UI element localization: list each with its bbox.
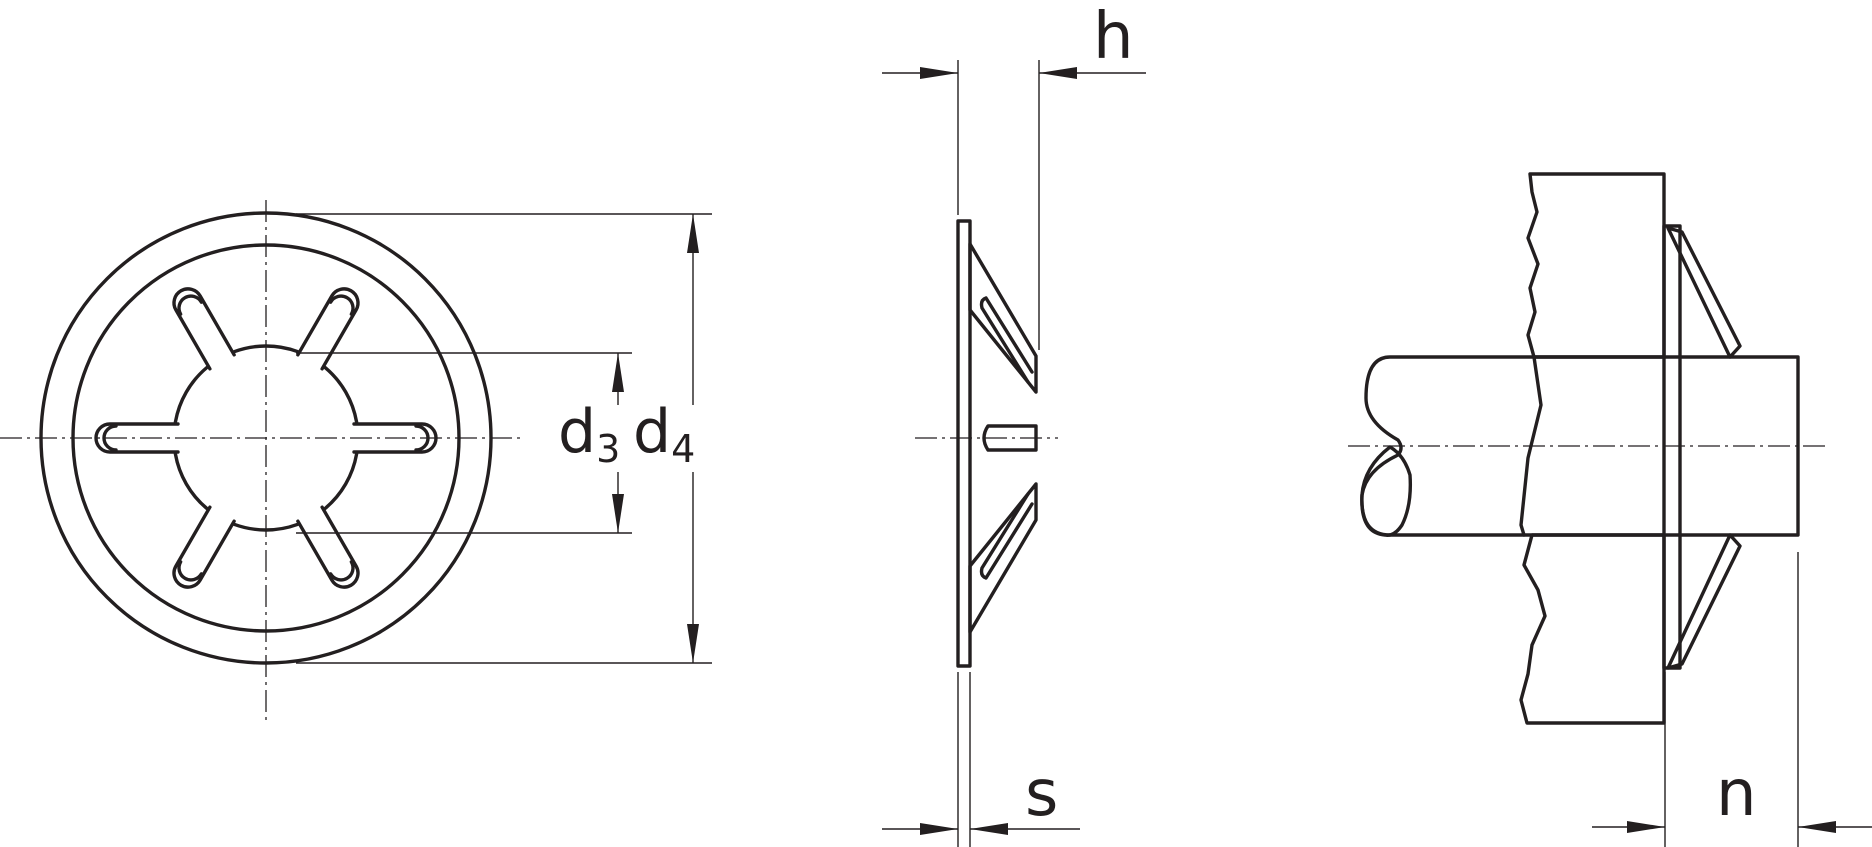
d3-dimension: d3 xyxy=(296,352,632,534)
lower-slot xyxy=(979,492,1034,580)
shaft-break-section xyxy=(1360,445,1413,537)
star-teeth xyxy=(94,287,438,589)
side-view: h s xyxy=(882,0,1146,847)
lower-cone-tooth xyxy=(968,482,1038,634)
assembly-lower-tooth xyxy=(1666,533,1742,670)
s-label: s xyxy=(1025,757,1058,831)
tooth-5 xyxy=(172,287,300,371)
tooth-1 xyxy=(323,422,438,511)
assembly-upper-tooth xyxy=(1666,226,1742,359)
tooth-3 xyxy=(172,452,236,589)
housing-shaft-seam xyxy=(1519,355,1543,537)
upper-cone-tooth xyxy=(968,242,1038,394)
tooth-6 xyxy=(296,287,360,424)
washer-disc-edge xyxy=(956,219,972,668)
center-notch xyxy=(982,424,1038,452)
h-dimension: h xyxy=(882,0,1146,350)
tooth-4 xyxy=(94,365,209,454)
outer-rim xyxy=(39,211,493,665)
n-label: n xyxy=(1716,757,1757,831)
d4-label: d4 xyxy=(633,397,695,471)
h-label: h xyxy=(1093,0,1134,74)
tooth-2 xyxy=(232,505,360,589)
inner-rim xyxy=(71,243,461,633)
d4-dimension: d4 xyxy=(296,213,712,664)
assembly-view: n xyxy=(1348,172,1872,847)
n-dimension: n xyxy=(1592,552,1872,847)
assembly-washer-disc xyxy=(1662,224,1682,670)
d3-label: d3 xyxy=(558,397,620,471)
front-view: d3 d4 xyxy=(0,200,712,720)
upper-slot xyxy=(979,296,1034,384)
housing-upper xyxy=(1526,172,1666,359)
housing-lower xyxy=(1519,533,1666,725)
s-dimension: s xyxy=(882,672,1080,847)
